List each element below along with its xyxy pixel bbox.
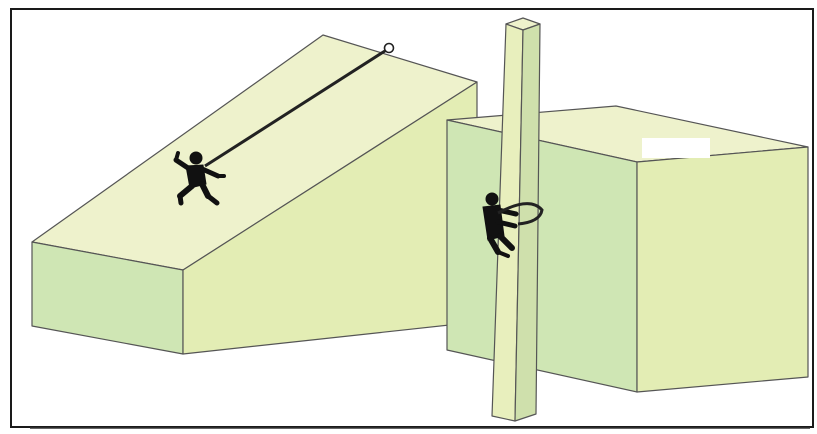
climbing-figure-slope: [173, 151, 226, 206]
rope-assembly: [204, 42, 395, 168]
roof-marking: [642, 138, 710, 158]
rope-anchor: [383, 42, 395, 54]
sloped-block: [31, 34, 478, 355]
rope: [204, 47, 389, 168]
pole-strap: [497, 202, 544, 226]
rect-block-side: [446, 119, 638, 393]
rect-block-front: [636, 146, 809, 393]
